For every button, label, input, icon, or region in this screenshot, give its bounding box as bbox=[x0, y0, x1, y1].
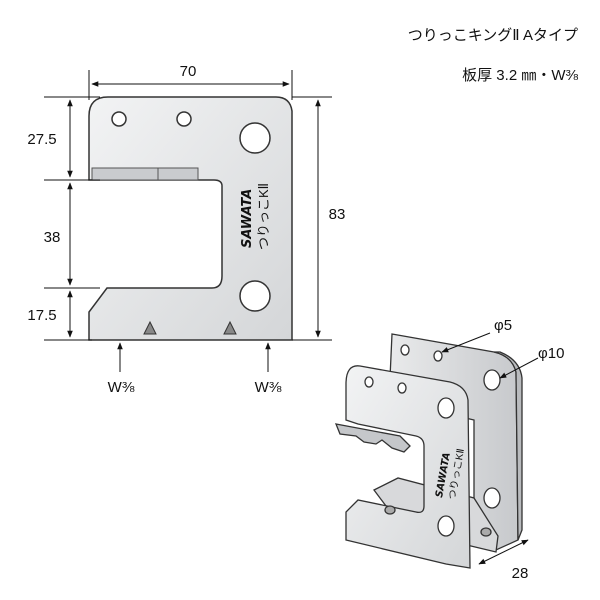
top-section-label: 27.5 bbox=[27, 131, 56, 148]
stamp-marking: SAWATA bbox=[240, 189, 255, 248]
small-hole-right bbox=[176, 111, 192, 127]
callout-small-hole bbox=[441, 332, 491, 353]
product-name: つりっこキングⅡ Aタイプ bbox=[408, 27, 578, 44]
thread-mark-right bbox=[223, 320, 237, 335]
thread-label-left: W⅜ bbox=[108, 379, 135, 396]
thread-mark-left bbox=[143, 320, 157, 335]
small-hole-left bbox=[111, 111, 127, 127]
persp-hole-5 bbox=[364, 376, 374, 388]
large-hole-top bbox=[239, 122, 271, 154]
total-height-label: 83 bbox=[329, 206, 346, 223]
large-hole-label: φ10 bbox=[538, 345, 564, 362]
brand-stamp: SAWATA bbox=[240, 189, 255, 248]
bottom-section-label: 17.5 bbox=[27, 307, 56, 324]
persp-thread-1 bbox=[384, 505, 396, 515]
persp-hole-3 bbox=[483, 369, 501, 391]
persp-hole-8 bbox=[437, 515, 455, 537]
side-plate bbox=[493, 351, 523, 541]
front-view: SAWATA つりっこKⅡ bbox=[88, 96, 293, 341]
bend-tab-left bbox=[91, 167, 159, 181]
bend-tab-right bbox=[157, 167, 199, 181]
perspective-callouts bbox=[441, 332, 539, 565]
persp-hole-4 bbox=[483, 487, 501, 509]
small-hole-label: φ5 bbox=[494, 317, 512, 334]
spec-text: 板厚 3.2 ㎜・W⅜ bbox=[462, 66, 578, 84]
depth-label: 28 bbox=[512, 565, 529, 582]
persp-hole-2 bbox=[433, 350, 443, 362]
thread-label-right: W⅜ bbox=[255, 379, 282, 396]
width-label: 70 bbox=[180, 63, 197, 80]
persp-hole-1 bbox=[400, 344, 410, 356]
persp-hole-6 bbox=[397, 382, 407, 394]
persp-hole-7 bbox=[437, 397, 455, 419]
middle-gap-label: 38 bbox=[44, 229, 61, 246]
front-plate bbox=[345, 365, 471, 569]
large-hole-bottom bbox=[239, 280, 271, 312]
front-flange bbox=[334, 423, 411, 453]
callout-large-hole bbox=[499, 357, 539, 379]
dimension-lines bbox=[44, 70, 332, 372]
depth-dimension bbox=[478, 539, 529, 565]
model-stamp: つりっこKⅡ bbox=[256, 183, 271, 250]
persp-thread-2 bbox=[480, 527, 492, 537]
perspective-view bbox=[334, 333, 523, 569]
bracket-plate bbox=[88, 96, 293, 341]
